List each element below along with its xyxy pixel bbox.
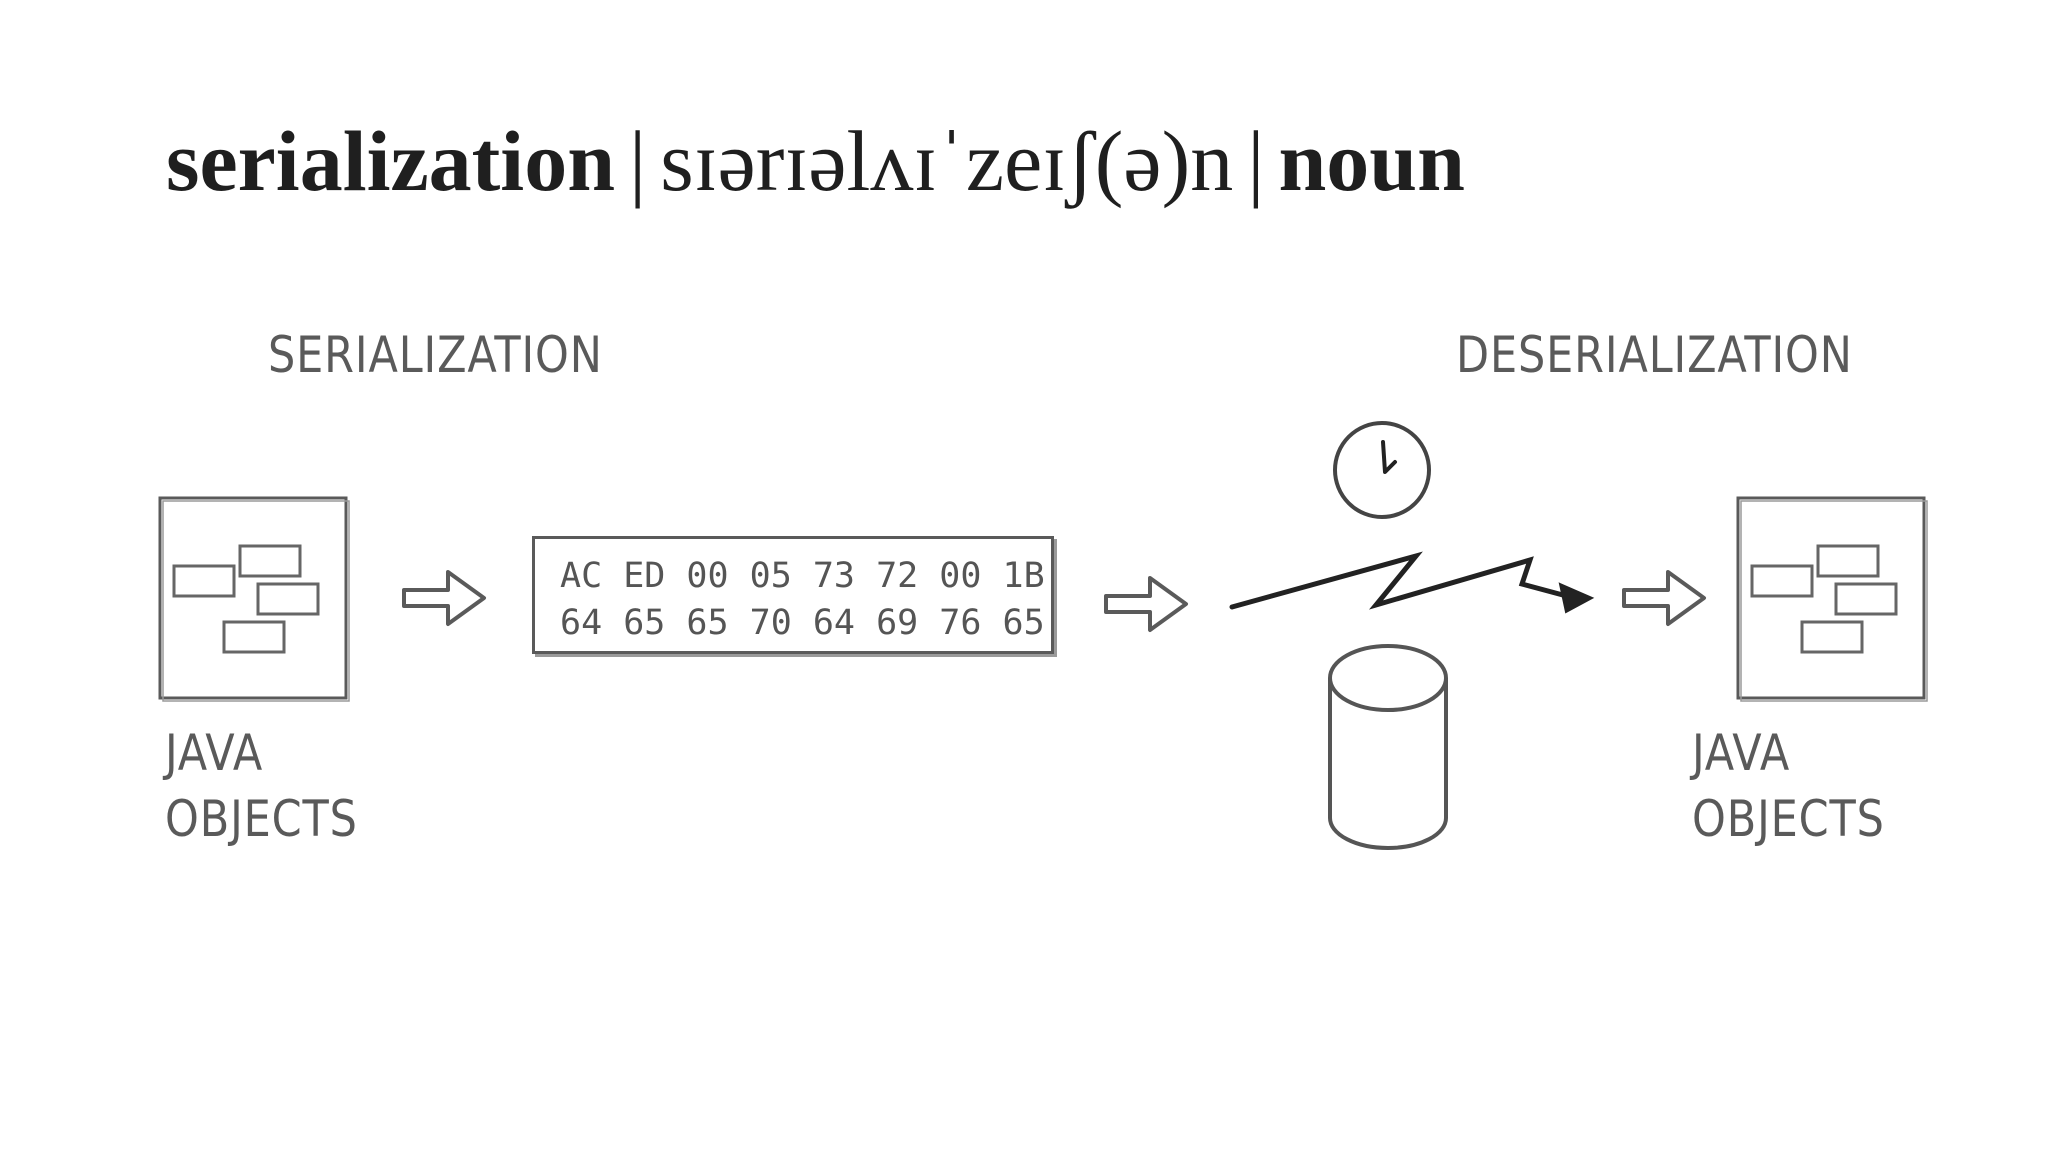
title-phonetic: sɪərɪəlʌɪˈzeɪʃ(ə)n [660, 113, 1234, 209]
byte-stream-box: AC ED 00 05 73 72 00 1B 64 65 65 70 64 69… [532, 536, 1054, 654]
arrow-right-icon [1622, 570, 1706, 626]
deserialization-label: DESERIALIZATION [1456, 326, 1853, 384]
right-objects-line2: OBJECTS [1692, 790, 1885, 848]
page-title: serialization|sɪərɪəlʌɪˈzeɪʃ(ə)n|noun [166, 118, 1465, 204]
left-object-graph-icon [158, 496, 351, 703]
left-objects-line1: JAVA [165, 724, 264, 782]
lightning-bolt-icon [1229, 551, 1595, 614]
arrow-right-icon [402, 570, 486, 626]
right-objects-label: JAVA OBJECTS [1692, 720, 1885, 852]
byte-stream-row-1: AC ED 00 05 73 72 00 1B [560, 556, 1045, 596]
title-separator-2: | [1247, 113, 1265, 209]
serialization-label: SERIALIZATION [268, 326, 603, 384]
title-word: serialization [166, 113, 616, 209]
arrow-right-icon [1104, 576, 1188, 632]
left-objects-line2: OBJECTS [165, 790, 358, 848]
database-cylinder-icon [1328, 644, 1448, 850]
title-separator-1: | [629, 113, 647, 209]
byte-stream-row-2: 64 65 65 70 64 69 76 65 [560, 603, 1045, 643]
left-objects-label: JAVA OBJECTS [165, 720, 358, 852]
right-object-graph-icon [1736, 496, 1929, 703]
right-objects-line1: JAVA [1692, 724, 1791, 782]
title-part-of-speech: noun [1278, 113, 1465, 209]
clock-icon [1333, 421, 1431, 519]
